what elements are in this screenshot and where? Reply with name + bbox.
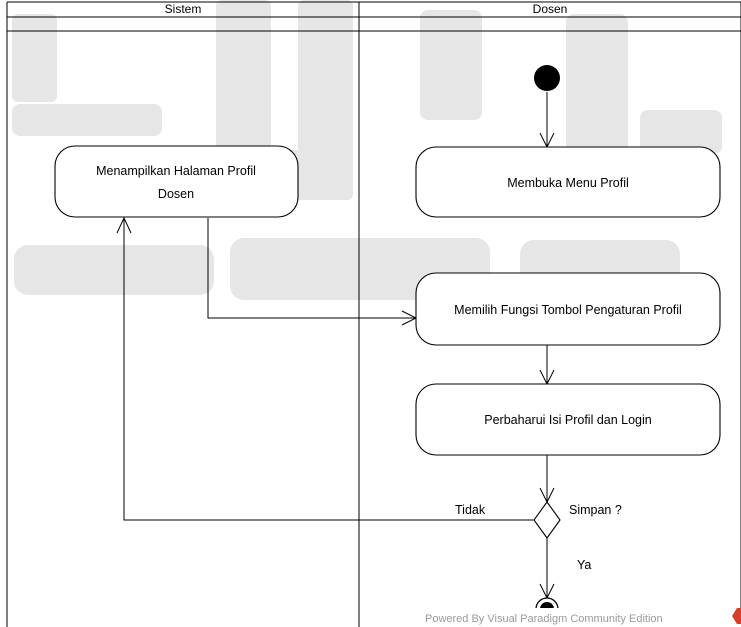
- action-label-line-1: Menampilkan Halaman Profil: [96, 164, 256, 178]
- swimlane-title-sistem: Sistem: [165, 2, 202, 16]
- footer-watermark: Powered By Visual Paradigm Community Edi…: [418, 608, 741, 627]
- guard-label-tidak: Tidak: [455, 503, 486, 517]
- footer-text: Powered By Visual Paradigm Community Edi…: [425, 613, 663, 625]
- initial-node: [534, 65, 560, 91]
- swimlane-dosen: Dosen: [533, 2, 568, 16]
- action-label: Membuka Menu Profil: [507, 176, 629, 190]
- decision-label: Simpan ?: [569, 503, 622, 517]
- swimlane-frame: [6, 1, 741, 627]
- flow-decision-tidak-to-menampilkan: [123, 218, 534, 521]
- arrowhead-icon: [116, 216, 132, 234]
- action-membuka-menu-profil: Membuka Menu Profil: [415, 146, 721, 218]
- visual-paradigm-logo-icon: [732, 608, 741, 624]
- decision-node-simpan: Simpan ?: [533, 501, 622, 539]
- swimlane-sistem: Sistem: [165, 2, 202, 16]
- swimlane-title-dosen: Dosen: [533, 2, 568, 16]
- action-perbaharui-isi-profil: Perbaharui Isi Profil dan Login: [415, 383, 721, 456]
- action-label-line-2: Dosen: [158, 187, 194, 201]
- action-menampilkan-halaman-profil: Menampilkan Halaman Profil Dosen: [54, 145, 299, 218]
- flow-menampilkan-to-memilih: [207, 218, 416, 319]
- guard-label-ya: Ya: [577, 558, 591, 572]
- action-memilih-fungsi-tombol: Memilih Fungsi Tombol Pengaturan Profil: [415, 272, 721, 346]
- action-label: Perbaharui Isi Profil dan Login: [484, 413, 652, 427]
- action-label: Memilih Fungsi Tombol Pengaturan Profil: [454, 303, 682, 317]
